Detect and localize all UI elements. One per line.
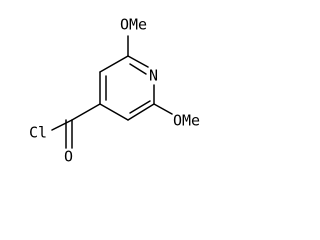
bond-c5-c6-double [129, 100, 151, 114]
atom-label-chlorine: Cl [29, 124, 47, 142]
bond-c2-c3 [99, 55, 129, 73]
atom-label-carbonyl-oxygen: O [64, 148, 73, 166]
bond-c5-c6 [127, 103, 155, 121]
chemical-structure-diagram: OMe N OMe Cl O [29, 16, 200, 166]
bond-c4-carbonyl [71, 103, 101, 121]
atom-label-methoxy-bottom: OMe [173, 112, 200, 130]
atom-label-methoxy-top: OMe [120, 16, 147, 34]
atom-label-ring-nitrogen: N [149, 67, 158, 85]
bond-c4-c5 [99, 103, 129, 121]
pyridine-ring [99, 55, 155, 121]
bond-n-c2-double [129, 63, 147, 75]
bond-c6-methoxy [153, 103, 173, 115]
bond-carbonyl-chlorine [51, 119, 73, 131]
bond-n-c2 [127, 55, 149, 68]
